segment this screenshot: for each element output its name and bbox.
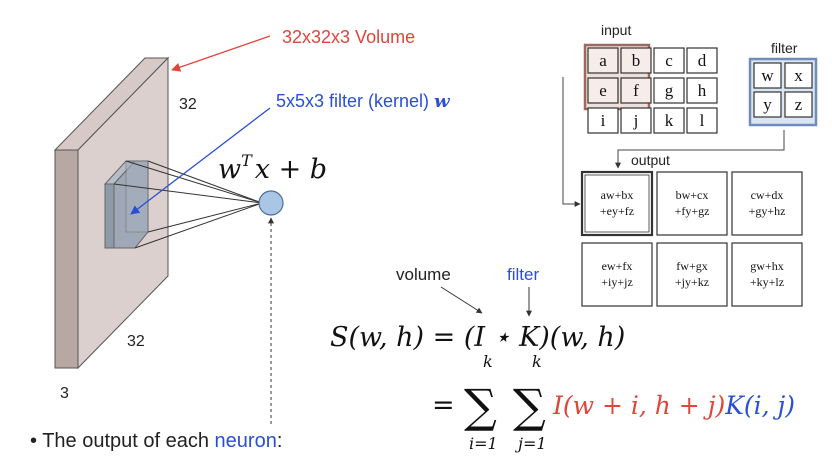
input-cell-label: b [632, 51, 641, 70]
input-cell-label: g [665, 81, 674, 100]
input-cell: j [620, 107, 652, 134]
dim-width-label: 32 [127, 333, 145, 350]
volume-side-face [54, 149, 79, 369]
output-cell-line2: +ey+fz [600, 204, 634, 218]
output-cell: ew+fx +iy+jz [581, 242, 653, 307]
filter-cell: w [753, 62, 782, 89]
input-cell: l [686, 107, 718, 134]
sum-upper-limit-2: k [532, 352, 542, 371]
input-cell: e [587, 77, 619, 104]
filter-cell: z [784, 91, 813, 118]
formula-volume-label: volume [396, 265, 451, 284]
neuron-node [258, 190, 284, 216]
input-cell: b [620, 47, 652, 74]
filter-cell: x [784, 62, 813, 89]
input-grid: a b c d e f g h i j k l [583, 43, 718, 134]
output-title: output [631, 152, 670, 168]
input-cell: h [686, 77, 718, 104]
input-cell: g [653, 77, 685, 104]
volume-pointer-arrow [440, 286, 483, 314]
output-cell-line1: cw+dx [751, 188, 784, 202]
sum-lower-limit-1: i=1 [469, 434, 498, 453]
input-cell-label: j [633, 111, 639, 130]
input-cell-label: i [601, 111, 606, 130]
filter-cell-label: w [761, 66, 774, 85]
dim-height-label: 32 [179, 96, 197, 113]
input-cell: f [620, 77, 652, 104]
summation-j: ∑ [513, 379, 546, 433]
output-cell-line1: bw+cx [676, 188, 709, 202]
output-cell-line1: aw+bx [601, 188, 634, 202]
output-cell-line2: +fy+gz [675, 204, 710, 218]
sum-upper-limit-1: k [483, 352, 493, 371]
input-cell-label: f [633, 81, 639, 100]
output-cell: aw+bx +ey+fz [580, 170, 654, 237]
filter-grid: w x y z [748, 57, 818, 127]
filter-connections [113, 160, 263, 249]
output-cell-line1: ew+fx [602, 259, 633, 273]
volume-arrow [171, 35, 271, 72]
input-cell: i [587, 107, 619, 134]
input-output-connector [562, 77, 581, 207]
output-cell: bw+cx +fy+gz [656, 171, 728, 236]
input-cell-label: e [599, 81, 607, 100]
filter-arrow [130, 107, 271, 215]
input-cell-label: a [599, 51, 607, 70]
input-cell-label: c [665, 51, 673, 70]
output-grid: aw+bx +ey+fz bw+cx +fy+gz cw+dx +gy+hz ew+fx +i… [580, 170, 803, 307]
output-cell-line1: gw+hx [750, 259, 783, 273]
filter-output-connector [615, 130, 785, 169]
input-cell: a [587, 47, 619, 74]
output-cell-line2: +jy+kz [675, 275, 709, 289]
input-cell: k [653, 107, 685, 134]
formula-term: I(w + i, h + j)K(i, j) [552, 391, 795, 420]
input-cell-label: k [665, 111, 674, 130]
filter-cube [103, 160, 149, 249]
output-cell-line2: +ky+lz [750, 275, 784, 289]
filter-kernel-label: 5x5x3 filter (kernel) w [276, 91, 451, 112]
input-title: input [601, 22, 631, 38]
input-cell: c [653, 47, 685, 74]
input-cell-label: l [700, 111, 705, 130]
output-cell: cw+dx +gy+hz [731, 171, 803, 236]
filter-cell: y [753, 91, 782, 118]
filter-cell-label: y [763, 95, 772, 114]
formula-line1: S(w, h) = (I ⋆ K)(w, h) [330, 322, 625, 353]
volume-label: 32x32x3 Volume [282, 27, 415, 47]
output-cell-line2: +gy+hz [749, 204, 786, 218]
bullet-text: • The output of each neuron: [30, 430, 282, 452]
input-cell-label: d [698, 51, 707, 70]
summation-i: ∑ [464, 379, 497, 433]
output-cell-line2: +iy+jz [601, 275, 633, 289]
filter-cell-label: x [794, 66, 803, 85]
input-cell-label: h [698, 81, 707, 100]
sum-lower-limit-2: j=1 [515, 434, 547, 453]
dim-depth-label: 3 [60, 385, 69, 402]
filter-title: filter [771, 40, 798, 56]
output-cell-line1: fw+gx [676, 259, 707, 273]
input-cell: d [686, 47, 718, 74]
filter-cell-label: z [795, 95, 803, 114]
output-cell: gw+hx +ky+lz [731, 242, 803, 307]
formula-equals: = [432, 390, 455, 421]
formula-filter-label: filter [507, 265, 539, 284]
output-cell: fw+gx +jy+kz [656, 242, 728, 307]
